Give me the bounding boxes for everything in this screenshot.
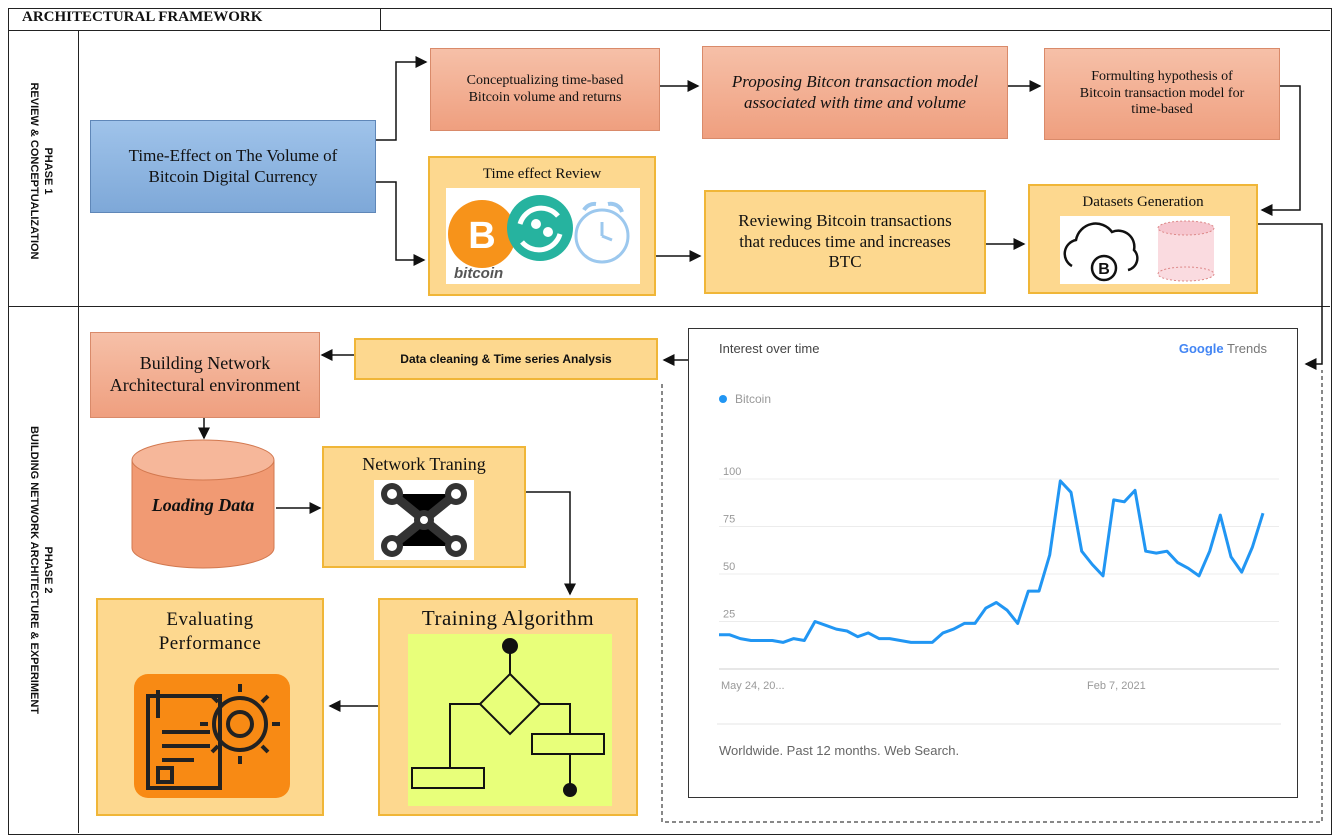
data-cleaning-box: Data cleaning & Time series Analysis: [354, 338, 658, 380]
sync-users-icon: [507, 195, 573, 261]
trends-wordmark: Trends: [1227, 341, 1267, 356]
network-nodes-icon: [374, 480, 474, 560]
framework-border: [8, 8, 1332, 835]
network-training-box: Network Traning: [322, 446, 526, 568]
loading-data-label: Loading Data: [151, 495, 255, 515]
bitcoin-logo-icon: B: [448, 200, 516, 268]
bitcoin-word: bitcoin: [454, 265, 503, 282]
legend-marker: [719, 395, 727, 403]
title-divider: [380, 8, 381, 30]
series-line-bitcoin: [719, 479, 1265, 644]
time-effect-review-icons: B bitcoin: [446, 188, 640, 284]
datasets-generation-title: Datasets Generation: [1082, 194, 1204, 210]
database-cylinder-icon: [1157, 220, 1215, 282]
google-trends-panel: Interest over time Google Trends Bitcoin…: [688, 328, 1298, 798]
phase-divider: [8, 306, 1330, 307]
time-effect-review-box: Time effect Review B bitcoin: [428, 156, 656, 296]
y-tick-label: 75: [723, 514, 735, 526]
x-tick-label: May 24, 20...: [721, 680, 785, 692]
y-tick-label: 25: [723, 609, 735, 621]
performance-gear-document-icon: [134, 674, 290, 798]
training-algorithm-box: Training Algorithm: [378, 598, 638, 816]
cloud-bitcoin-icon: B: [1063, 222, 1139, 282]
time-effect-review-title: Time effect Review: [482, 166, 602, 182]
title-underline: [8, 30, 380, 31]
trends-footer: Worldwide. Past 12 months. Web Search.: [719, 743, 960, 758]
building-network-box: Building Network Architectural environme…: [90, 332, 320, 418]
reviewing-transactions-box: Reviewing Bitcoin transactions that redu…: [704, 190, 986, 294]
page-title: ARCHITECTURAL FRAMEWORK: [22, 9, 263, 25]
proposing-box: Proposing Bitcon transaction model assoc…: [702, 46, 1008, 139]
google-trends-logo: Google Trends: [1179, 341, 1267, 356]
trends-header: Interest over time: [719, 341, 820, 356]
datasets-generation-box: Datasets Generation B: [1028, 184, 1258, 294]
evaluating-performance-box: Evaluating Performance: [96, 598, 324, 816]
loading-data-cylinder: Loading Data: [130, 438, 276, 570]
phase-label-column-divider: [78, 30, 79, 833]
y-tick-label: 100: [723, 466, 741, 478]
google-wordmark: Google: [1178, 341, 1224, 356]
conceptualizing-box: Conceptualizing time-based Bitcoin volum…: [430, 48, 660, 131]
svg-text:B: B: [1098, 261, 1110, 278]
y-tick-label: 50: [723, 561, 735, 573]
training-algorithm-title: Training Algorithm: [421, 606, 595, 630]
time-effect-volume-box: Time-Effect on The Volume of Bitcoin Dig…: [90, 120, 376, 213]
network-training-title: Network Traning: [362, 454, 486, 474]
svg-text:B: B: [468, 215, 495, 257]
alarm-clock-icon: [574, 201, 630, 264]
formulting-box: Formulting hypothesis of Bitcoin transac…: [1044, 48, 1280, 140]
datasets-icons: B: [1060, 216, 1230, 284]
evaluating-performance-title: Evaluating Performance: [158, 609, 262, 654]
flowchart-icon: [408, 634, 612, 806]
header-rule: [380, 30, 1330, 31]
legend-label: Bitcoin: [735, 392, 771, 406]
x-tick-label: Feb 7, 2021: [1087, 680, 1146, 692]
